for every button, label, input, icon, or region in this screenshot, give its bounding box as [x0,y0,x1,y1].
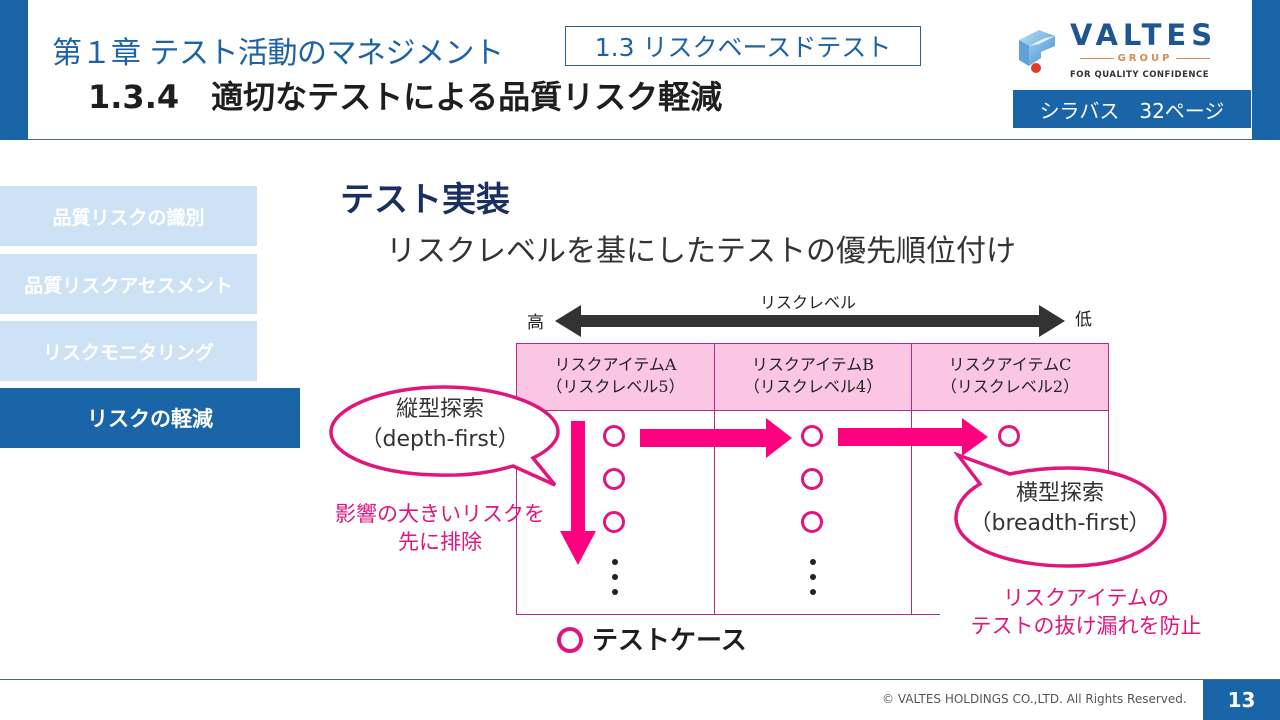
test-case-circle-icon [603,511,625,533]
test-case-legend-circle-icon [557,627,583,653]
test-case-circle-icon [603,425,625,447]
depth-first-note-line2: 先に排除 [398,530,482,554]
breadth-first-right-arrow-icon [640,418,792,458]
copyright-text: © VALTES HOLDINGS CO.,LTD. All Rights Re… [882,692,1187,706]
header-left-accent-bar [0,0,28,140]
ellipsis-dot-icon [612,574,618,580]
test-case-legend-label: テストケース [592,626,747,656]
column-divider [714,411,715,615]
depth-first-down-arrow-icon [560,421,596,565]
item-a-level: （リスクレベル5） [546,377,685,396]
risk-level-axis-label: リスクレベル [760,293,857,312]
logo-tagline: FOR QUALITY CONFIDENCE [1070,70,1210,80]
breadth-first-subtitle: （breadth-first） [969,511,1151,536]
depth-first-subtitle: （depth-first） [360,427,520,452]
section-heading: テスト実装 [340,180,510,220]
ellipsis-dot-icon [612,559,618,565]
ellipsis-dot-icon [612,589,618,595]
syllabus-page-ref: シラバス 32ページ [1013,90,1251,128]
test-case-circle-icon [801,468,823,490]
section-badge: 1.3 リスクベースドテスト [565,26,921,66]
ellipsis-dot-icon [810,559,816,565]
axis-low-label: 低 [1075,310,1092,330]
item-b-name: リスクアイテムB [751,355,875,374]
item-c-name: リスクアイテムC [948,355,1072,374]
breadth-first-right-arrow-icon [838,418,988,456]
valtes-logo-icon [1019,30,1055,73]
logo-group-text: GROUP [1070,53,1220,64]
valtes-logo: VALTES GROUP FOR QUALITY CONFIDENCE [1015,18,1230,86]
chapter-title: 第１章 テスト活動のマネジメント [52,36,504,71]
footer-divider [0,679,1280,680]
item-c-level: （リスクレベル2） [940,377,1080,396]
sidebar-item-risk-assessment[interactable]: 品質リスクアセスメント [0,254,257,314]
breadth-first-speech-bubble [953,452,1167,568]
sidebar-item-risk-identification[interactable]: 品質リスクの識別 [0,186,257,246]
lead-text: リスクレベルを基にしたテストの優先順位付け [386,234,1016,269]
axis-high-label: 高 [527,313,544,333]
test-case-circle-icon [603,468,625,490]
breadth-first-note-line1: リスクアイテムの [1003,586,1169,610]
ellipsis-dot-icon [810,589,816,595]
risk-item-grid: リスクアイテムA （リスクレベル5） リスクアイテムB （リスクレベル4） リス… [516,343,1109,615]
item-b-level: （リスクレベル4） [743,377,883,396]
header-right-accent-bar [1252,0,1280,140]
breadth-first-note: リスクアイテムの テストの抜け漏れを防止 [944,584,1228,640]
item-a-name: リスクアイテムA [554,355,677,374]
column-divider [911,411,912,615]
breadth-first-title: 横型探索 [1015,481,1104,506]
page-number: 13 [1203,680,1280,720]
breadth-first-callout-text: 横型探索 （breadth-first） [956,479,1164,539]
breadth-first-note-line2: テストの抜け漏れを防止 [970,614,1202,638]
depth-first-callout-text: 縦型探索 （depth-first） [328,395,552,455]
depth-first-note-line1: 影響の大きいリスクを [335,502,545,526]
column-header-item-c: リスクアイテムC （リスクレベル2） [911,343,1109,411]
double-headed-arrow-icon [555,305,1065,337]
sidebar-item-risk-monitoring[interactable]: リスクモニタリング [0,321,257,381]
test-case-circle-icon [998,425,1020,447]
column-header-item-b: リスクアイテムB （リスクレベル4） [714,343,912,411]
header-divider [28,139,1252,140]
grid-bottom-border [516,614,940,615]
depth-first-speech-bubble [329,385,560,487]
logo-wordmark: VALTES [1070,18,1218,52]
test-case-circle-icon [801,425,823,447]
depth-first-note: 影響の大きいリスクを 先に排除 [322,500,558,556]
test-case-circle-icon [801,511,823,533]
ellipsis-dot-icon [810,574,816,580]
page-title: 1.3.4 適切なテストによる品質リスク軽減 [88,78,723,116]
column-divider [516,411,517,615]
sidebar-item-risk-mitigation[interactable]: リスクの軽減 [0,388,300,448]
depth-first-title: 縦型探索 [395,397,484,422]
